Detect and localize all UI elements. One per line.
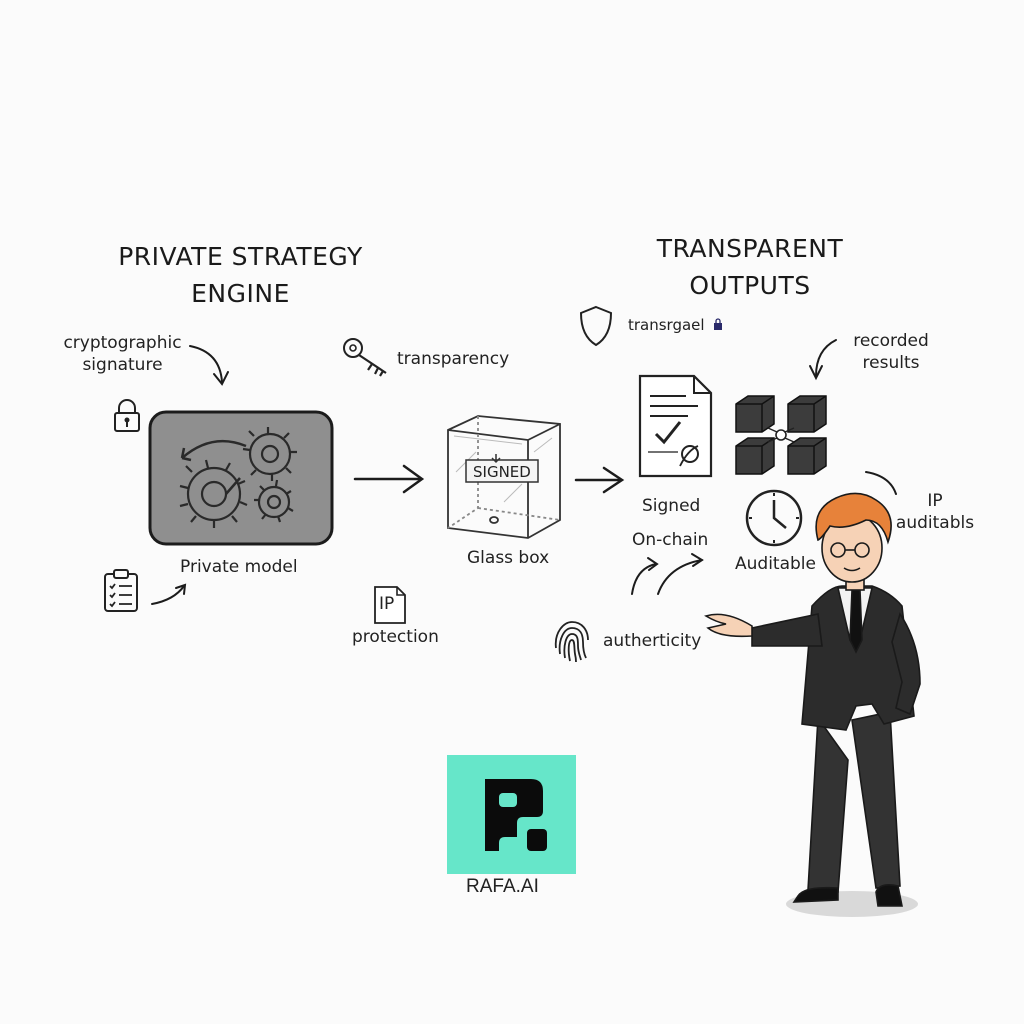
transparency-label: transparency	[397, 349, 510, 369]
rafa-logo-text: RAFA.AI	[466, 876, 539, 897]
clipboard-curve-arrow	[151, 585, 185, 605]
recorded-results-label: recorded results	[853, 331, 929, 373]
signed-stamp-text: SIGNED	[473, 463, 531, 481]
glass-box	[447, 415, 561, 539]
presenter-hair	[815, 492, 892, 545]
authenticity-label: autherticity	[603, 631, 702, 651]
left-title-line-2: ENGINE	[191, 279, 290, 308]
presenter-left-hand	[704, 613, 753, 638]
signed-document-icon	[638, 374, 713, 478]
on-chain-label: On-chain	[632, 530, 709, 550]
on-chain-curve-1-head	[647, 557, 659, 571]
left-title: PRIVATE STRATEGY ENGINE	[108, 238, 373, 312]
ip-auditabls-label: IP auditabls	[895, 491, 975, 533]
rafa-logo-mark	[447, 755, 576, 874]
right-title-line-2: OUTPUTS	[689, 271, 811, 300]
key-icon	[343, 338, 387, 377]
flow-arrow-1-head	[402, 464, 425, 494]
clock-icon	[745, 489, 803, 547]
flow-arrow-2-head	[602, 466, 625, 494]
private-model-label: Private model	[180, 557, 298, 577]
signature-curve-arrow-head	[213, 371, 229, 386]
recorded-curve-arrow	[815, 339, 837, 377]
presenter-left-shoe	[792, 886, 839, 903]
presenter-right-shoe	[875, 884, 903, 907]
private-model-box	[148, 410, 334, 546]
fingerprint-icon	[554, 621, 589, 663]
shield-icon	[579, 305, 613, 347]
on-chain-curve-1	[631, 563, 657, 595]
presenter-right-arm	[891, 612, 921, 716]
auditable-label: Auditable	[735, 554, 816, 574]
presenter-left-arm	[751, 613, 823, 647]
ip-auditable-curve	[865, 471, 897, 495]
small-lock-icon	[714, 318, 722, 330]
clipboard-curve-arrow-head	[175, 583, 187, 595]
presenter-figure	[704, 492, 921, 917]
presenter-smile	[843, 567, 861, 572]
signed-label: Signed	[642, 496, 701, 516]
ip-document-icon	[374, 586, 406, 624]
ip-document-text: IP	[379, 594, 395, 614]
lock-icon	[114, 399, 140, 432]
left-title-line-1: PRIVATE STRATEGY	[118, 242, 363, 271]
presenter-tie	[849, 589, 863, 654]
transrgael-label: transrgael	[628, 316, 705, 334]
presenter-right-leg	[851, 711, 901, 889]
gears-icon	[179, 427, 297, 528]
signature-curve-arrow	[189, 345, 223, 383]
recorded-curve-arrow-head	[809, 365, 823, 381]
cryptographic-signature-label: cryptographic signature	[63, 333, 182, 375]
clipboard-icon	[104, 569, 138, 612]
right-title: TRANSPARENT OUTPUTS	[640, 230, 860, 304]
rafa-logo	[447, 755, 576, 874]
presenter-left-leg	[807, 715, 849, 893]
glass-box-label: Glass box	[467, 548, 550, 568]
on-chain-curve-2	[657, 559, 703, 595]
presenter-jacket	[801, 585, 915, 731]
protection-label: protection	[352, 627, 439, 647]
blockchain-icon	[735, 395, 827, 475]
on-chain-curve-2-head	[691, 553, 704, 567]
right-title-line-1: TRANSPARENT	[656, 234, 844, 263]
